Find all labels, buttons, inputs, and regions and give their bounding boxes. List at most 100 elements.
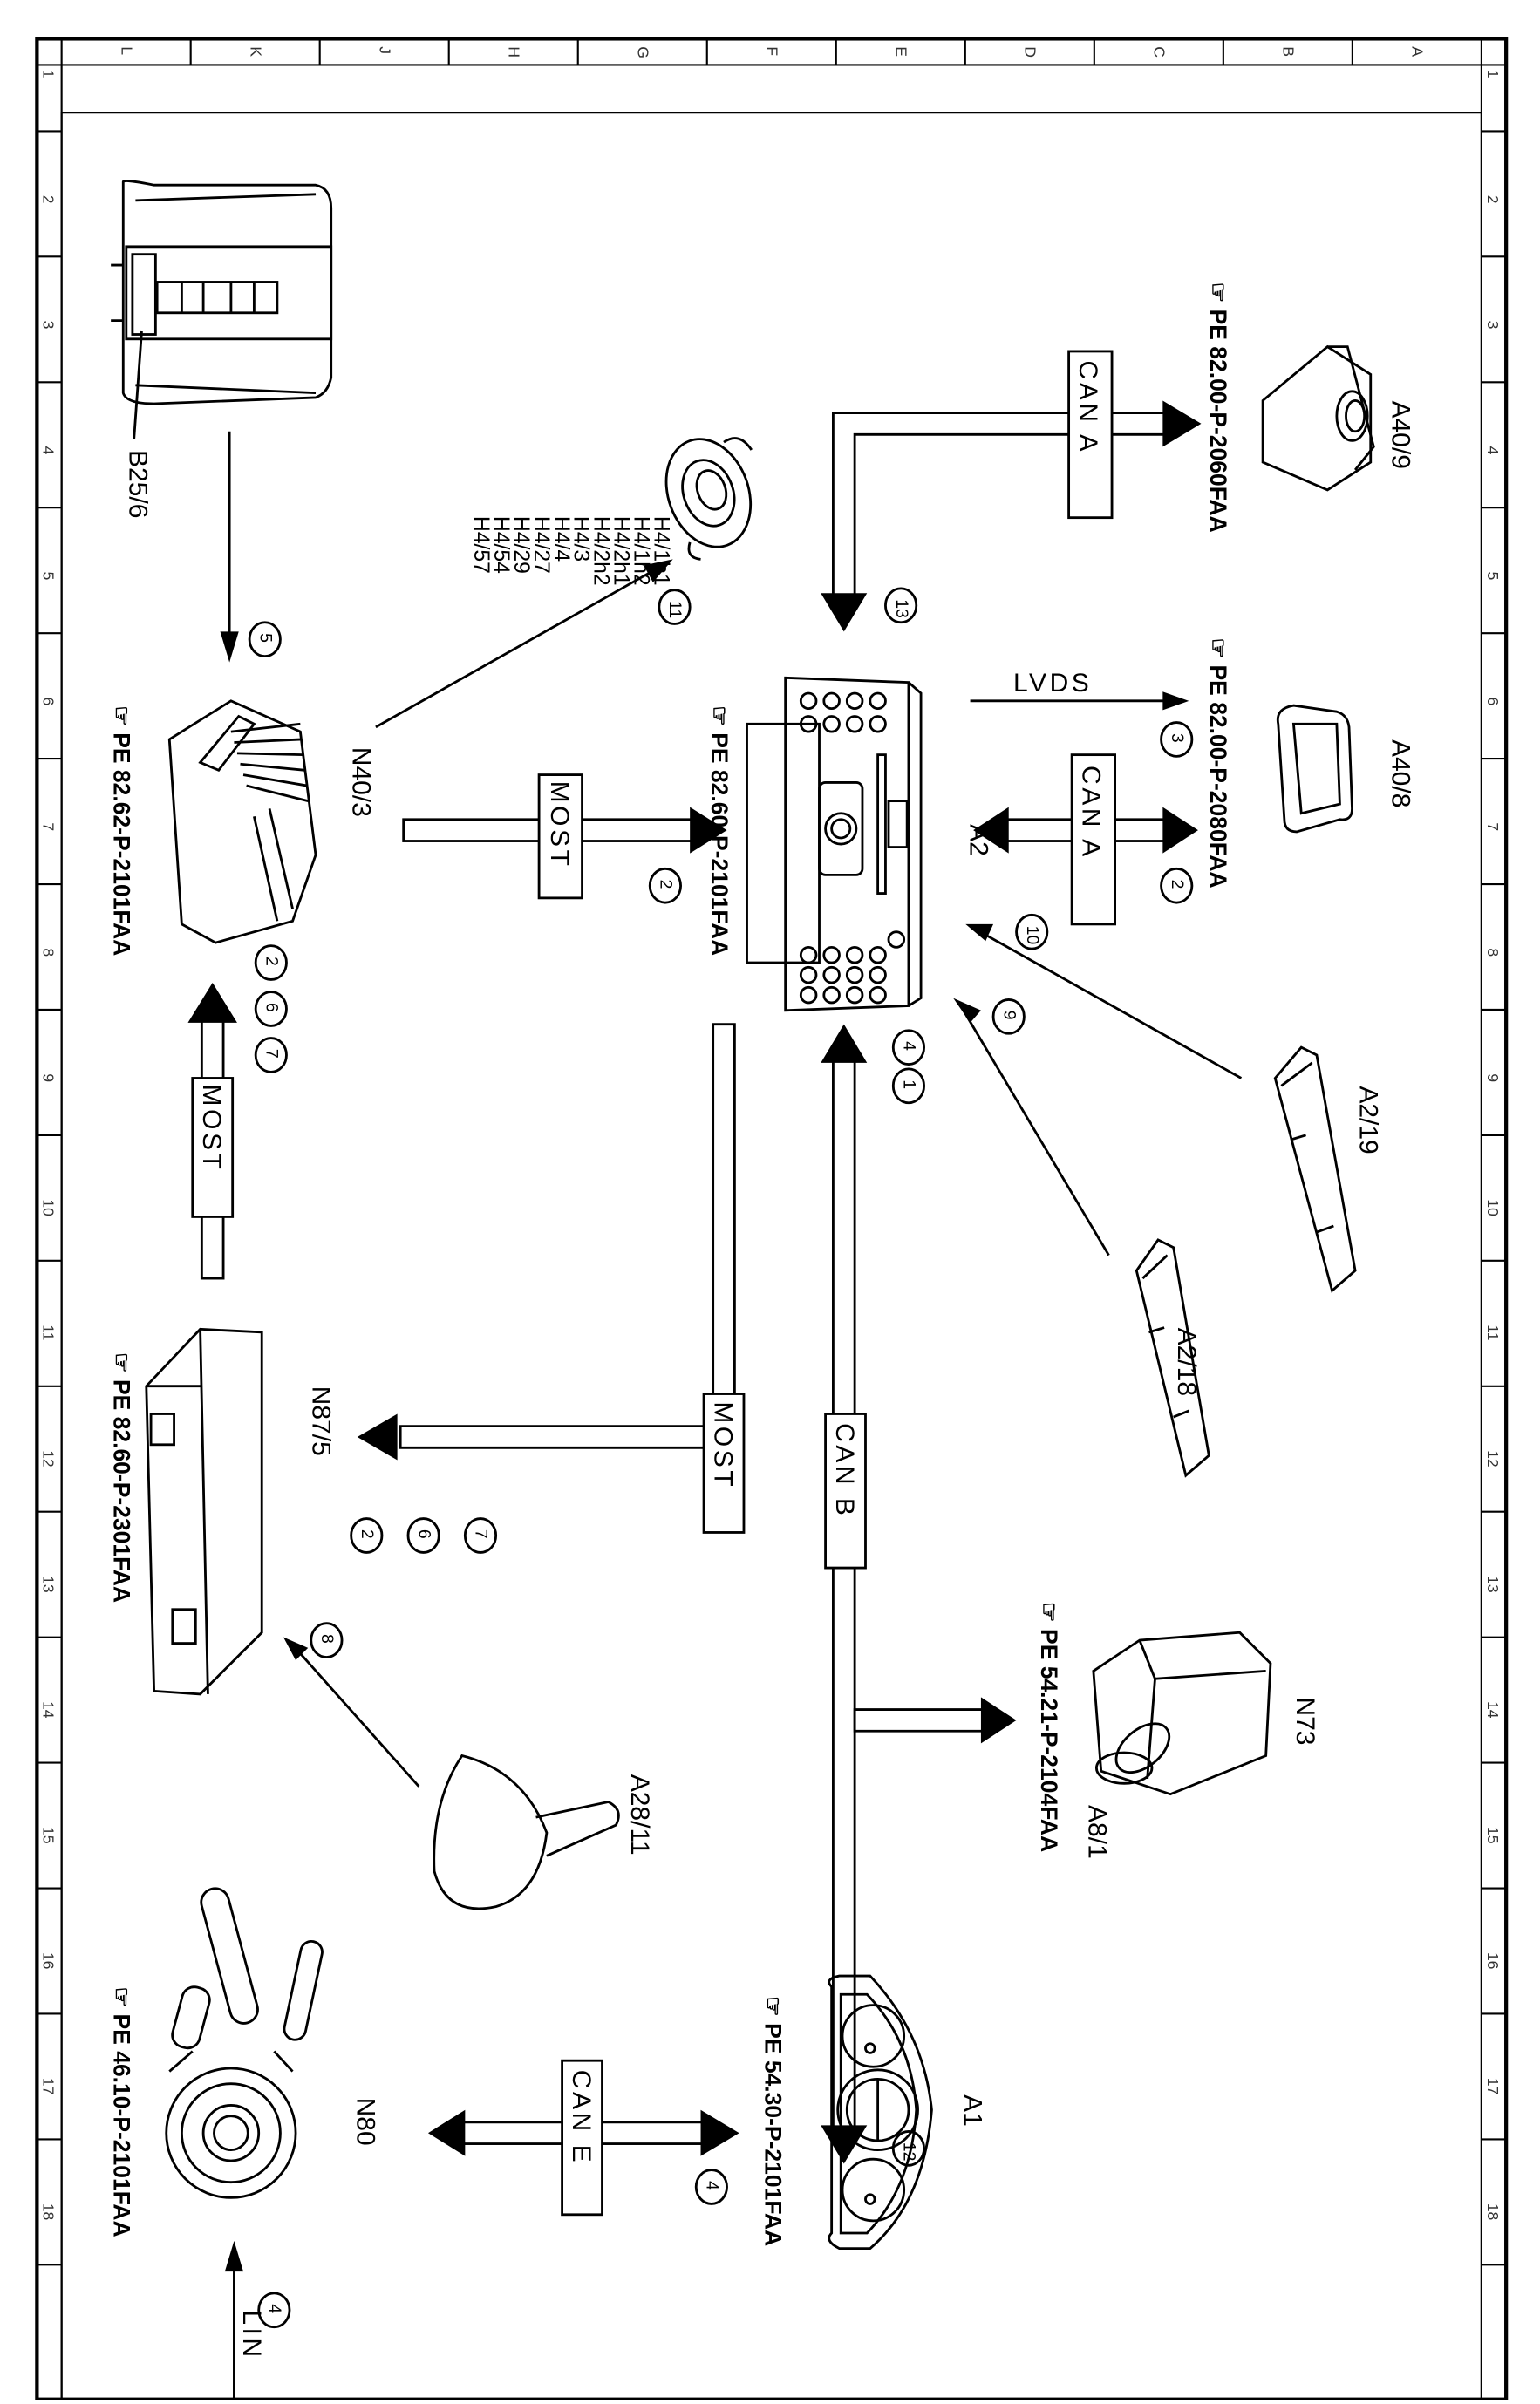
signal-line-n40-to-speakers	[375, 569, 656, 729]
row-label-left: 11	[39, 1325, 57, 1340]
component-a2-19[interactable]: A2/19	[1273, 1045, 1382, 1293]
svg-text:12: 12	[900, 2142, 919, 2162]
svg-text:8: 8	[317, 1634, 337, 1644]
row-label-right: 17	[1484, 2078, 1502, 2095]
column-label: J	[376, 46, 393, 54]
svg-text:2: 2	[262, 957, 282, 966]
reference-a40-9: ☞ PE 82.00-P-2060FAA	[1205, 282, 1231, 532]
row-label-left: 9	[39, 1073, 57, 1082]
row-label-right: 2	[1484, 195, 1502, 204]
marker-m6_n87: 6	[406, 1517, 440, 1554]
component-speakers[interactable]	[651, 427, 765, 561]
svg-text:LIN: LIN	[237, 2310, 266, 2360]
component-a1[interactable]: A1 ☞ PE 54.30-P-2101FAA	[760, 1974, 987, 2251]
svg-text:7: 7	[262, 1049, 282, 1059]
bus-can-e-n80-to-a1: CAN E	[427, 2059, 739, 2217]
label-a2-19: A2/19	[1353, 1086, 1382, 1154]
component-a40-8[interactable]: A40/8 ☞ PE 82.00-P-2080FAA	[1205, 637, 1414, 888]
svg-text:LVDS: LVDS	[1013, 669, 1092, 698]
svg-text:MOST: MOST	[197, 1085, 226, 1173]
row-label-right: 4	[1484, 446, 1502, 455]
label-a28-11: A28/11	[625, 1774, 654, 1856]
marker-m4_cane: 4	[694, 2169, 728, 2205]
marker-m4_canb: 4	[891, 1029, 926, 1066]
marker-m5: 5	[248, 621, 282, 658]
component-a40-9[interactable]: A40/9 ☞ PE 82.00-P-2060FAA	[1205, 282, 1414, 532]
row-label-right: 10	[1484, 1199, 1502, 1216]
marker-m8: 8	[310, 1622, 344, 1658]
reference-a2: ☞ PE 82.60-P-2101FAA	[706, 705, 733, 956]
label-a40-9: A40/9	[1386, 400, 1414, 468]
component-b25-6[interactable]: B25/6	[111, 180, 333, 518]
label-n87-5: N87/5	[306, 1386, 335, 1456]
label-a40-8: A40/8	[1386, 739, 1414, 807]
speaker-label: H4/29	[509, 516, 533, 574]
label-a8-1: A8/1	[1083, 1805, 1112, 1859]
row-label-right: 15	[1484, 1827, 1502, 1844]
svg-text:11: 11	[665, 601, 685, 618]
marker-m2_n87: 2	[350, 1517, 384, 1554]
signal-line-a2-19	[974, 927, 1243, 1079]
column-label: L	[118, 46, 135, 55]
column-label: H	[505, 46, 522, 58]
bus-can-b-trunk: CAN B	[821, 1024, 1017, 2164]
component-a2[interactable]: A2 ☞ PE 82.60-P-2101FAA	[706, 676, 993, 1012]
row-label-right: 1	[1484, 70, 1502, 78]
row-label-left: 6	[39, 697, 57, 705]
component-a8-1[interactable]: A8/1	[1083, 1805, 1112, 1859]
column-label: E	[892, 46, 910, 57]
row-label-left: 2	[39, 195, 57, 204]
speaker-label-list: H4/1h1H4/1h2H4/2h1H4/2h2H4/3H4/4H4/27H4/…	[469, 516, 673, 586]
component-n80[interactable]: N80 ☞ PE 46.10-P-2101FAA	[109, 1885, 380, 2237]
row-label-right: 12	[1484, 1450, 1502, 1468]
label-n40-3: N40/3	[346, 747, 375, 817]
bus-can-a-a2-to-a40-8: CAN A	[973, 753, 1198, 926]
component-a28-11[interactable]: A28/11	[433, 1754, 654, 1910]
row-label-left: 10	[39, 1199, 57, 1216]
speaker-label: H4/2h2	[589, 516, 613, 586]
row-label-right: 6	[1484, 697, 1502, 705]
column-label: D	[1022, 46, 1039, 58]
row-label-right: 14	[1484, 1701, 1502, 1719]
component-n87-5[interactable]: N87/5 ☞ PE 82.60-P-2301FAA	[109, 1327, 336, 1696]
bus-most-to-n40: MOST	[187, 982, 237, 1280]
row-label-right: 13	[1484, 1576, 1502, 1593]
marker-m11: 11	[658, 589, 692, 625]
bus-can-a-to-a40-9: CAN A	[821, 350, 1202, 632]
reference-a1: ☞ PE 54.30-P-2101FAA	[760, 1996, 787, 2246]
row-label-left: 5	[39, 572, 57, 581]
column-label: K	[247, 46, 264, 57]
marker-m12: 12	[891, 2130, 926, 2167]
reference-a40-8: ☞ PE 82.00-P-2080FAA	[1205, 637, 1231, 888]
svg-text:4: 4	[703, 2181, 722, 2190]
component-a2-18[interactable]: A2/18	[1135, 1238, 1210, 1478]
row-label-left: 3	[39, 321, 57, 330]
component-n40-3[interactable]: N40/3 ☞ PE 82.62-P-2101FAA	[109, 699, 376, 957]
row-label-left: 18	[39, 2203, 57, 2221]
marker-m10: 10	[1015, 913, 1049, 950]
row-label-right: 5	[1484, 572, 1502, 581]
row-label-right: 8	[1484, 948, 1502, 957]
column-label: C	[1151, 46, 1169, 58]
marker-m3: 3	[1160, 721, 1194, 758]
marker-m1_canb: 1	[891, 1067, 926, 1105]
speaker-label: H4/4	[549, 516, 573, 562]
component-n73[interactable]: N73 ☞ PE 54.21-P-2104FAA	[1036, 1602, 1319, 1852]
speaker-label: H4/2h1	[610, 516, 633, 586]
marker-m6_left: 6	[254, 991, 288, 1027]
row-label-left: 8	[39, 948, 57, 957]
column-label: B	[1280, 46, 1298, 57]
svg-text:3: 3	[1168, 733, 1187, 743]
row-label-right: 11	[1484, 1325, 1502, 1340]
svg-text:4: 4	[265, 2304, 284, 2313]
row-label-left: 1	[39, 70, 57, 78]
marker-m2_a40: 2	[1160, 867, 1194, 904]
reference-n87-5: ☞ PE 82.60-P-2301FAA	[109, 1352, 135, 1603]
speaker-label: H4/3	[569, 516, 593, 562]
label-b25-6: B25/6	[123, 450, 152, 518]
connector-pins	[799, 691, 906, 1005]
row-label-right: 9	[1484, 1073, 1502, 1082]
